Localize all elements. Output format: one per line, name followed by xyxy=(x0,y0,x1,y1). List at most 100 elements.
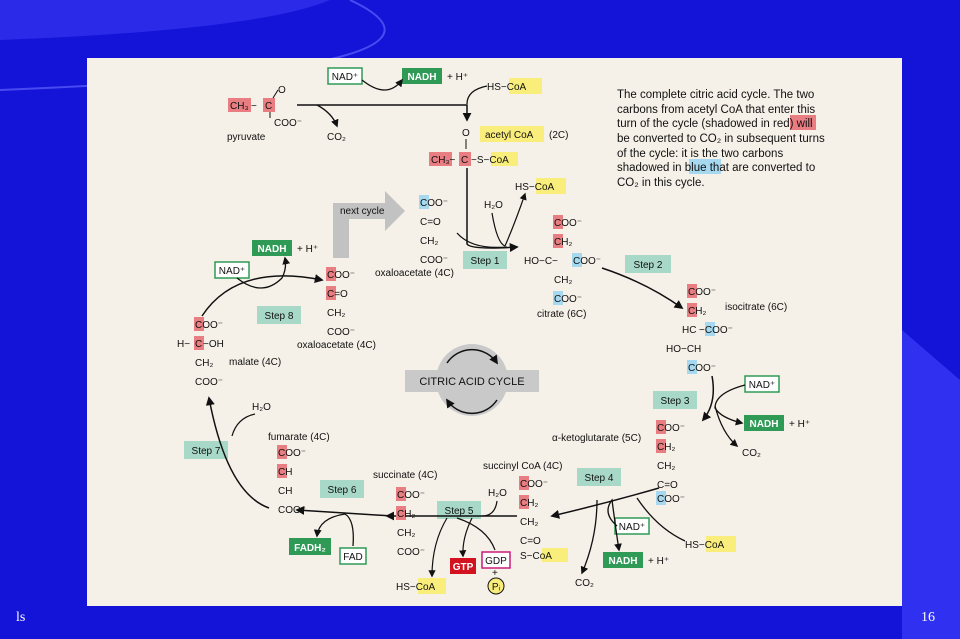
oaa1-c-highlight xyxy=(419,195,429,209)
nad-arrow-4 xyxy=(607,498,622,552)
fumarate-label: fumarate (4C) xyxy=(268,432,330,443)
iso-hc: HC xyxy=(682,325,696,336)
co2-arrow-3 xyxy=(714,405,739,448)
malate-coo: COO⁻ xyxy=(195,320,223,331)
caption-blue-highlight xyxy=(689,159,721,174)
step-3-arrow xyxy=(701,375,715,422)
plus-h-4: + H⁺ xyxy=(648,556,669,567)
oxaloacetate-top: COO⁻ C=O CH₂ COO⁻ oxaloacetate (4C) xyxy=(375,195,454,279)
step-6-label: Step 6 xyxy=(328,485,357,496)
citrate-ch2: CH₂ xyxy=(554,237,572,248)
co2-3: CO₂ xyxy=(742,448,761,459)
caption-line-6a: shadowed in xyxy=(617,162,685,174)
citrate-structure: COO⁻ CH₂ HO−C− COO⁻ CH₂ COO⁻ citrate (6C… xyxy=(524,215,601,320)
nad-arrow-1 xyxy=(361,78,403,91)
iso-ch2: CH₂ xyxy=(688,306,706,317)
citrate-c1-highlight xyxy=(553,215,563,229)
step-3-label: Step 3 xyxy=(661,396,690,407)
page-number: 16 xyxy=(921,610,935,625)
iso-c2-highlight xyxy=(687,303,697,317)
iso-c1-highlight xyxy=(687,284,697,298)
step-1-main-arrow xyxy=(466,168,519,252)
acetyl-c-highlight xyxy=(459,152,471,166)
akg-label: α-ketoglutarate (5C) xyxy=(552,433,641,444)
malate-h-c: H− xyxy=(177,339,190,350)
footer-left-text: ls xyxy=(16,610,26,625)
step-1-box xyxy=(463,251,507,269)
fad-arrow xyxy=(313,513,354,547)
acetyl-ch3: CH₃− xyxy=(431,155,456,166)
caption: The complete citric acid cycle. The two … xyxy=(617,89,825,189)
plus-h-3: + H⁺ xyxy=(789,419,810,430)
oaa1-label: oxaloacetate (4C) xyxy=(375,268,454,279)
step-7-label: Step 7 xyxy=(192,446,221,457)
malate-ch2: CH₂ xyxy=(195,358,213,369)
caption-line-6: shadowed in blue that are converted to xyxy=(617,162,815,174)
oaa2-c1-highlight xyxy=(326,267,336,281)
fadh2-box xyxy=(289,538,331,555)
succinate-coo: COO⁻ xyxy=(397,490,425,501)
step-7-cofactors: H₂O xyxy=(231,402,271,437)
decor-swoosh xyxy=(0,0,330,40)
step-8-box xyxy=(257,306,301,324)
nadh-label-1: NADH xyxy=(408,72,437,83)
akg-c-eq-o: C=O xyxy=(657,480,678,491)
fad-box xyxy=(339,547,367,565)
step-3-cofactors: NAD⁺ NADH + H⁺ CO₂ xyxy=(714,375,810,459)
cycle-arrow-bottom xyxy=(446,398,498,415)
nadh-box-4 xyxy=(603,552,643,568)
step-6-arrow xyxy=(295,505,393,517)
succ-coa-coa-highlight xyxy=(542,548,568,562)
step-7-h2o: H₂O xyxy=(252,402,271,413)
gtp-box xyxy=(450,558,476,574)
step-8-arrow xyxy=(201,274,324,317)
succ-coa-c1-highlight xyxy=(519,476,529,490)
pyruvate-structure: CH₃ − C O COO⁻ pyruvate CO₂ xyxy=(227,85,346,143)
next-cycle-shape xyxy=(333,191,405,258)
nadh-label-8: NADH xyxy=(258,244,287,255)
plus-h-8: + H⁺ xyxy=(297,244,318,255)
caption-line-1: The complete citric acid cycle. The two xyxy=(617,89,814,101)
acetyl-ch3-highlight xyxy=(429,152,452,166)
pyruvate-coo: COO⁻ xyxy=(274,118,302,129)
step-5-h2o: H₂O xyxy=(488,488,507,499)
akg-c1-highlight xyxy=(656,420,666,434)
succ-coa-ch2: CH₂ xyxy=(520,498,538,509)
oaa2-label: oxaloacetate (4C) xyxy=(297,340,376,351)
hs-coa-arrow-4 xyxy=(636,497,686,542)
pyruvate-cofactors: NAD⁺ NADH + H⁺ HS−CoA xyxy=(327,67,542,105)
oaa-join-arrow xyxy=(456,232,508,249)
cycle-center: CITRIC ACID CYCLE xyxy=(405,344,539,416)
step-boxes: Step 1 Step 2 Step 3 Step 4 Step 5 Step … xyxy=(184,251,697,519)
nad-label-4: NAD⁺ xyxy=(619,522,645,533)
caption-blue-word: blue xyxy=(685,162,707,174)
hs-coa-highlight-2 xyxy=(536,178,566,194)
malate-coo-2: COO⁻ xyxy=(195,377,223,388)
akg-coo: COO⁻ xyxy=(657,423,685,434)
ketoglutarate-structure: α-ketoglutarate (5C) COO⁻ CH₂ CH₂ C=O CO… xyxy=(552,420,685,505)
gtp-arrow xyxy=(459,517,473,558)
caption-line-4: be converted to CO₂ in subsequent turns xyxy=(617,133,825,145)
succinate-structure: succinate (4C) COO⁻ CH₂ CH₂ COO⁻ xyxy=(373,470,437,558)
nad-box-3 xyxy=(744,375,780,393)
hs-coa-4: HS−CoA xyxy=(685,540,725,551)
succ-coa-c-eq-o: C=O xyxy=(520,536,541,547)
succinate-coo-2: COO⁻ xyxy=(397,547,425,558)
oaa1-coo: COO⁻ xyxy=(420,198,448,209)
pi-circle xyxy=(487,577,505,595)
iso-ho-ch: HO−CH xyxy=(666,344,701,355)
step-5-h2o-arrow xyxy=(481,500,498,517)
oaa1-coo2: COO⁻ xyxy=(420,255,448,266)
step-4-box xyxy=(577,468,621,486)
iso-dash: − xyxy=(699,325,705,336)
step-2-box xyxy=(625,255,671,273)
oaa2-ch2: CH₂ xyxy=(327,308,345,319)
decor-corner xyxy=(902,330,960,639)
step-1-h2o-arrow xyxy=(491,212,506,247)
caption-line-3b: ) will xyxy=(790,118,813,130)
acetyl-s-coa: −S−CoA xyxy=(471,155,509,166)
pyruvate-ch3-highlight xyxy=(228,98,251,112)
step-1-hs-coa-arrow xyxy=(504,192,527,247)
succ-coa-s: S xyxy=(520,551,527,562)
panel-background xyxy=(87,58,902,606)
